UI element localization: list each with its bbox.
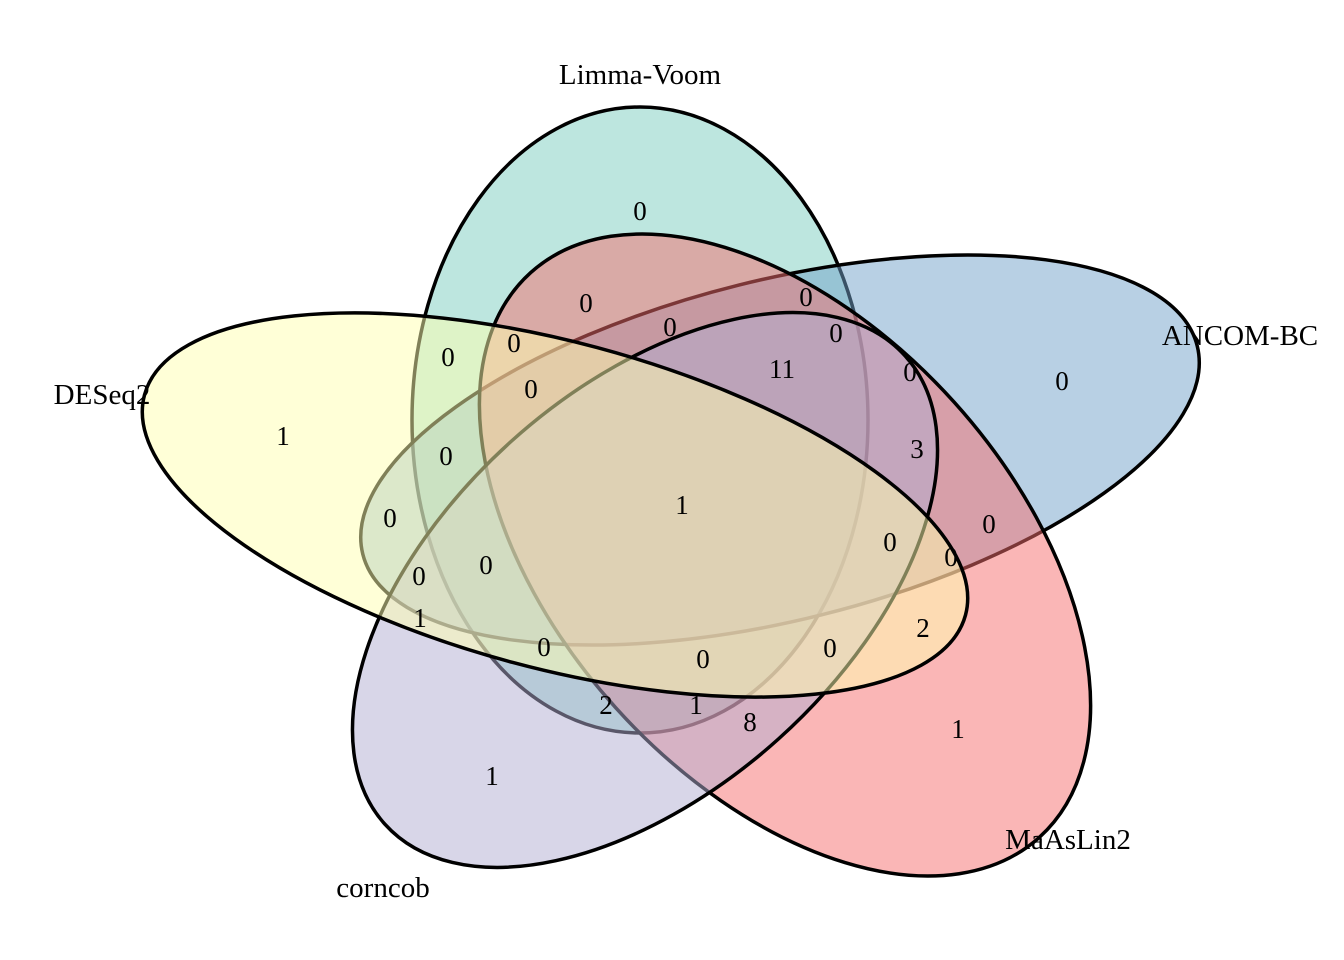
- region-counts: 0 0 1 1 1 0 0 0 0 0 0 11 0 0 3 0 1 0 0 0…: [276, 196, 1069, 791]
- region-count: 0: [383, 503, 397, 533]
- region-count: 0: [524, 374, 538, 404]
- region-count: 3: [910, 434, 924, 464]
- region-count: 2: [916, 613, 930, 643]
- region-count: 0: [537, 632, 551, 662]
- region-count: 0: [944, 542, 958, 572]
- region-count: 0: [439, 441, 453, 471]
- region-count: 0: [412, 561, 426, 591]
- count-all-five: 1: [675, 490, 689, 520]
- region-count: 0: [663, 312, 677, 342]
- label-ancom-bc: ANCOM-BC: [1162, 320, 1318, 352]
- set-labels: Limma-Voom ANCOM-BC DESeq2 MaAsLin2 corn…: [54, 59, 1318, 904]
- region-count: 0: [883, 527, 897, 557]
- region-count: 0: [829, 318, 843, 348]
- count-only-deseq: 1: [276, 421, 290, 451]
- set-ellipses: [140, 105, 1201, 878]
- region-count: 0: [507, 328, 521, 358]
- region-count: 0: [799, 282, 813, 312]
- region-count: 0: [479, 550, 493, 580]
- region-count: 8: [743, 707, 757, 737]
- region-count: 0: [903, 357, 917, 387]
- region-count: 0: [696, 644, 710, 674]
- count-only-corncob: 1: [485, 761, 499, 791]
- ellipse-deseq2: [140, 311, 970, 699]
- label-corncob: corncob: [336, 872, 429, 904]
- label-maaslin2: MaAsLin2: [1005, 824, 1131, 856]
- region-count: 0: [982, 509, 996, 539]
- count-only-maaslin: 1: [951, 714, 965, 744]
- region-count: 1: [689, 690, 703, 720]
- region-count: 2: [599, 690, 613, 720]
- count-only-ancom: 0: [1055, 366, 1069, 396]
- label-deseq2: DESeq2: [54, 379, 151, 411]
- region-count: 1: [413, 603, 427, 633]
- region-count: 0: [441, 342, 455, 372]
- label-limma-voom: Limma-Voom: [559, 59, 722, 91]
- count-only-limma: 0: [633, 196, 647, 226]
- region-count: 11: [769, 354, 795, 384]
- region-count: 0: [579, 288, 593, 318]
- region-count: 0: [823, 633, 837, 663]
